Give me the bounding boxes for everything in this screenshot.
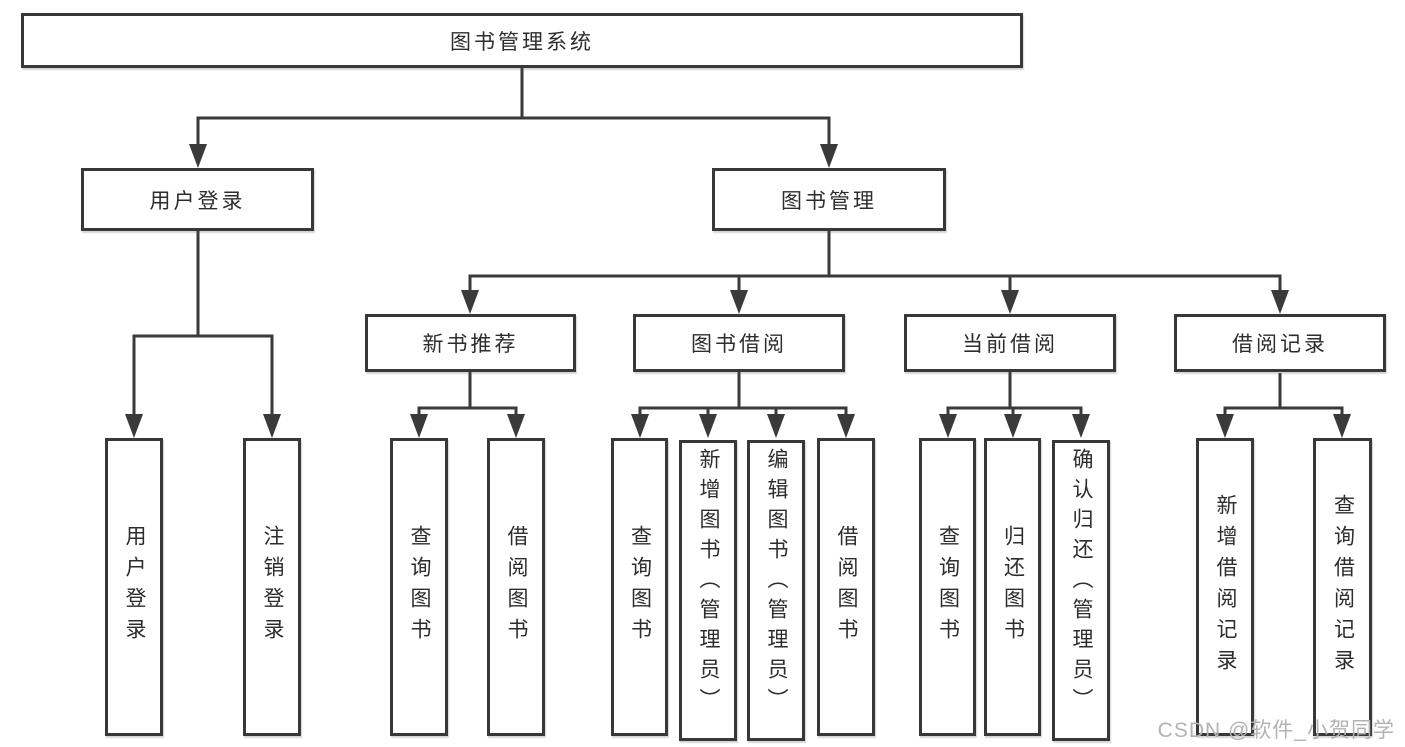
watermark-text: CSDN @软件_小贺同学: [1157, 719, 1395, 742]
leaf-cb-query-book: 查询图书: [919, 438, 976, 736]
leaf-user-login: 用户登录: [105, 438, 163, 736]
node-root: 图书管理系统: [21, 13, 1023, 68]
leaf-bb-add-book-admin: 新增图书（管理员）: [679, 440, 737, 741]
leaf-bb-query-book: 查询图书: [611, 438, 668, 736]
node-book-management: 图书管理: [712, 168, 946, 231]
leaf-nbr-query-book: 查询图书: [390, 438, 448, 736]
leaf-br-add-record: 新增借阅记录: [1196, 438, 1254, 736]
node-user-login: 用户登录: [81, 168, 314, 231]
leaf-bb-borrow-book: 借阅图书: [817, 438, 875, 736]
node-borrow-record: 借阅记录: [1174, 314, 1386, 372]
leaf-cb-confirm-return-admin: 确认归还（管理员）: [1052, 440, 1110, 741]
leaf-bb-edit-book-admin: 编辑图书（管理员）: [747, 440, 805, 741]
leaf-cb-return-book: 归还图书: [984, 438, 1041, 736]
leaf-br-query-record: 查询借阅记录: [1313, 438, 1372, 736]
node-book-borrow: 图书借阅: [633, 314, 845, 372]
node-new-book-recommend: 新书推荐: [365, 314, 576, 372]
leaf-logout-login: 注销登录: [243, 438, 301, 736]
leaf-nbr-borrow-book: 借阅图书: [487, 438, 545, 736]
node-current-borrow: 当前借阅: [904, 314, 1116, 372]
